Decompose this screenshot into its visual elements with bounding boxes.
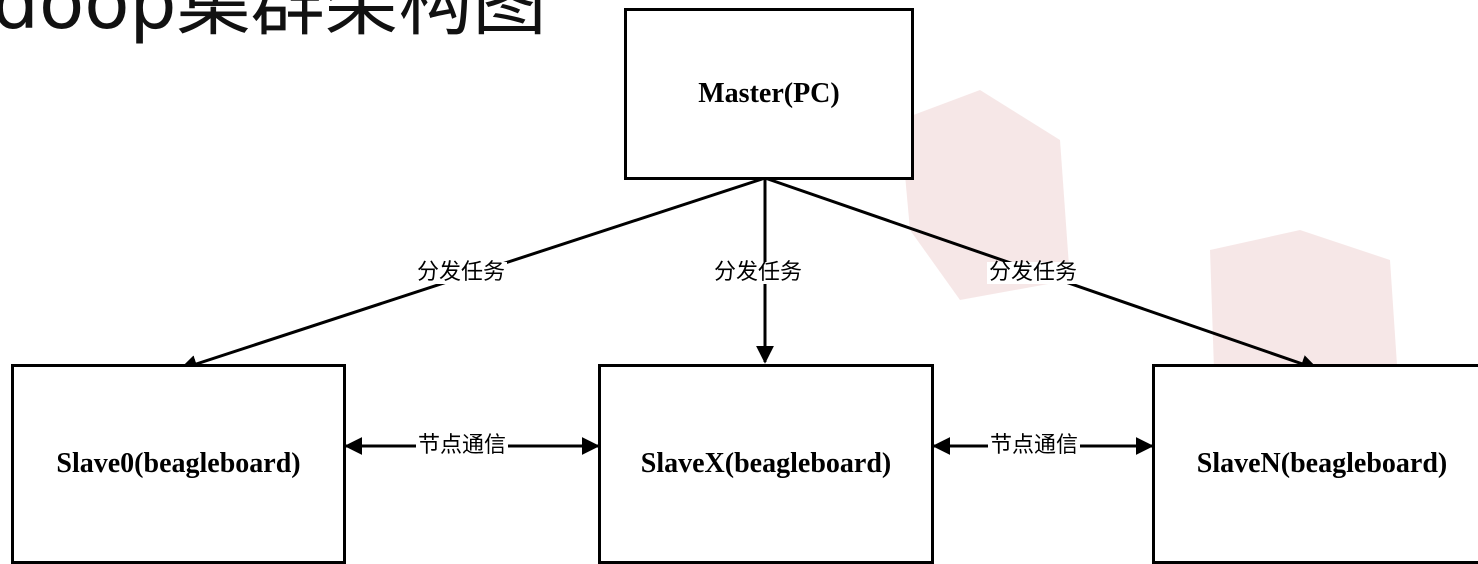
dispatch-label-middle: 分发任务 [712, 260, 805, 285]
slavex-node-label: SlaveX(beagleboard) [640, 448, 892, 479]
master-node: Master(PC) [624, 8, 914, 180]
slave0-node-label: Slave0(beagleboard) [56, 448, 301, 479]
master-node-label: Master(PC) [698, 78, 840, 109]
slaven-node: SlaveN(beagleboard) [1152, 364, 1478, 564]
slaven-node-label: SlaveN(beagleboard) [1196, 448, 1448, 479]
comm-label-right: 节点通信 [988, 433, 1081, 458]
comm-label-left: 节点通信 [416, 433, 509, 458]
slave0-node: Slave0(beagleboard) [11, 364, 346, 564]
slavex-node: SlaveX(beagleboard) [598, 364, 934, 564]
dispatch-label-left: 分发任务 [415, 260, 508, 285]
page-title: doop集群架构图 [0, 0, 547, 46]
dispatch-label-right: 分发任务 [987, 260, 1080, 285]
